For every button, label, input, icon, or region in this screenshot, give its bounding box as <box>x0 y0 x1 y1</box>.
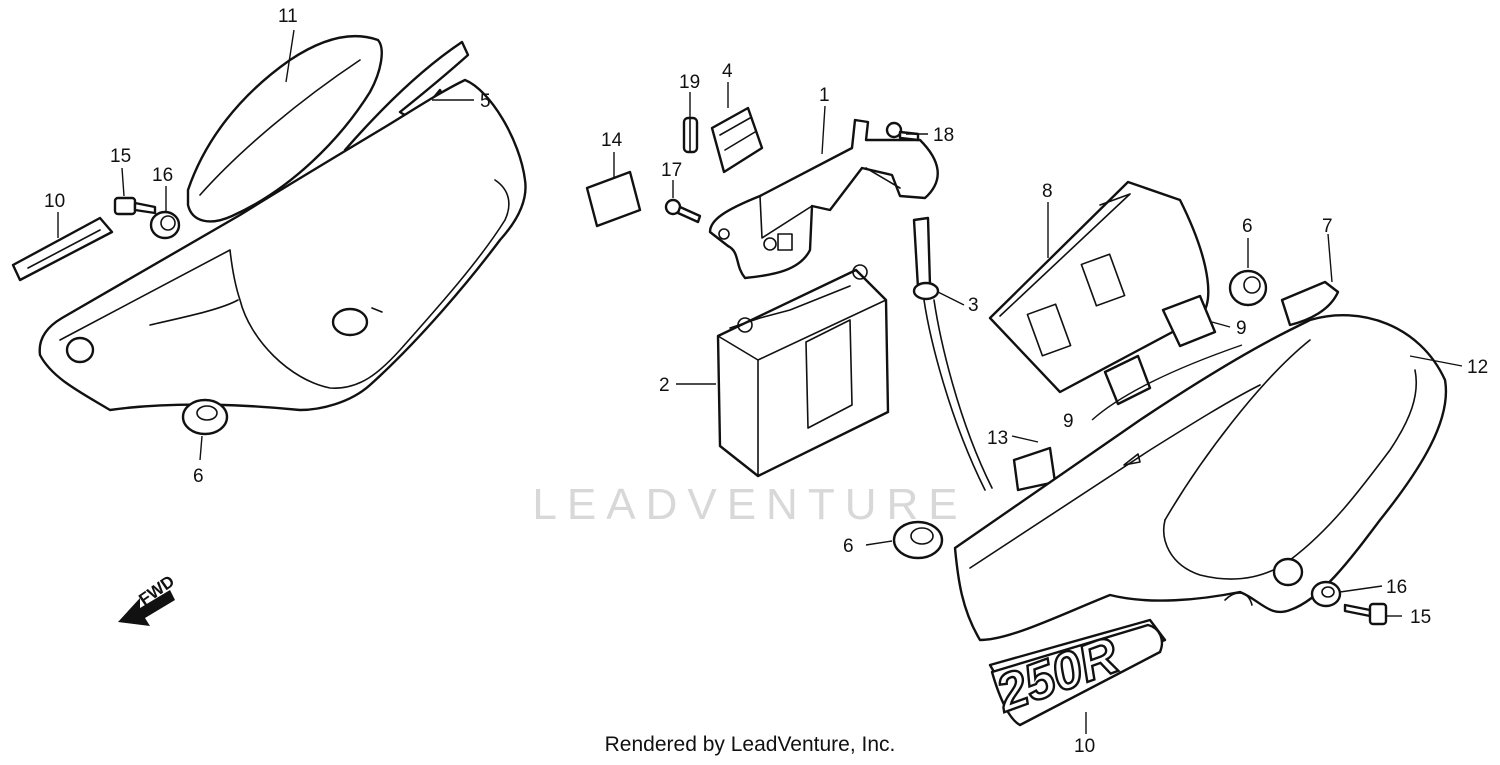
grommet-6-right-top[interactable] <box>1228 269 1268 307</box>
callout-17: 17 <box>661 160 682 181</box>
callout-6-bottom: 6 <box>843 536 854 557</box>
render-credit: Rendered by LeadVenture, Inc. <box>604 733 896 756</box>
right-bolt-15[interactable] <box>1343 602 1388 626</box>
callout-18: 18 <box>933 125 954 146</box>
label-9-bottom <box>1103 354 1152 406</box>
right-side-cover-12[interactable] <box>953 313 1448 642</box>
callout-16-right: 16 <box>1386 577 1407 598</box>
callout-14: 14 <box>601 130 623 151</box>
emblem-text: 250R <box>988 626 1126 724</box>
callout-7: 7 <box>1322 216 1333 237</box>
callout-12: 12 <box>1467 357 1488 378</box>
label-14 <box>585 170 642 228</box>
callout-5: 5 <box>480 91 491 112</box>
callout-10-bottom: 10 <box>1074 736 1095 757</box>
screw-17[interactable] <box>664 198 702 224</box>
callout-10-left: 10 <box>44 191 65 212</box>
emblem-250r: 250R <box>987 618 1167 727</box>
grommet-6-bottom[interactable] <box>892 520 944 560</box>
fuse-19[interactable] <box>682 116 699 154</box>
callout-13: 13 <box>987 428 1008 449</box>
callout-15-left: 15 <box>110 146 131 167</box>
callout-11: 11 <box>278 6 298 27</box>
callout-15-right: 15 <box>1410 607 1431 628</box>
callout-9-bottom: 9 <box>1063 411 1074 432</box>
callout-6-right-top: 6 <box>1242 216 1253 237</box>
callout-6-left: 6 <box>193 466 204 487</box>
breather-tube-3[interactable] <box>912 216 993 491</box>
left-collar-16[interactable] <box>149 210 181 240</box>
tool-tray-panel-8[interactable] <box>988 180 1210 394</box>
callout-2: 2 <box>659 375 670 396</box>
callout-4: 4 <box>722 61 733 82</box>
battery-bracket-1[interactable] <box>708 118 939 280</box>
right-collar-16[interactable] <box>1310 580 1342 608</box>
left-side-cover[interactable] <box>38 34 527 412</box>
callout-16-left: 16 <box>152 165 173 186</box>
left-bolt-15[interactable] <box>113 196 157 216</box>
callout-19: 19 <box>679 72 700 93</box>
callout-8: 8 <box>1042 181 1053 202</box>
fuse-holder-4[interactable] <box>710 106 764 174</box>
callout-1: 1 <box>819 85 830 106</box>
fwd-arrow-icon <box>118 590 175 626</box>
screw-18[interactable] <box>885 121 920 142</box>
callout-3: 3 <box>968 295 979 316</box>
callout-9-top: 9 <box>1236 318 1247 339</box>
label-9-top <box>1161 294 1217 348</box>
leader-lines <box>57 29 1463 734</box>
left-grommet-6[interactable] <box>181 398 229 436</box>
battery-2[interactable] <box>716 264 890 478</box>
part-7[interactable] <box>1280 280 1340 327</box>
